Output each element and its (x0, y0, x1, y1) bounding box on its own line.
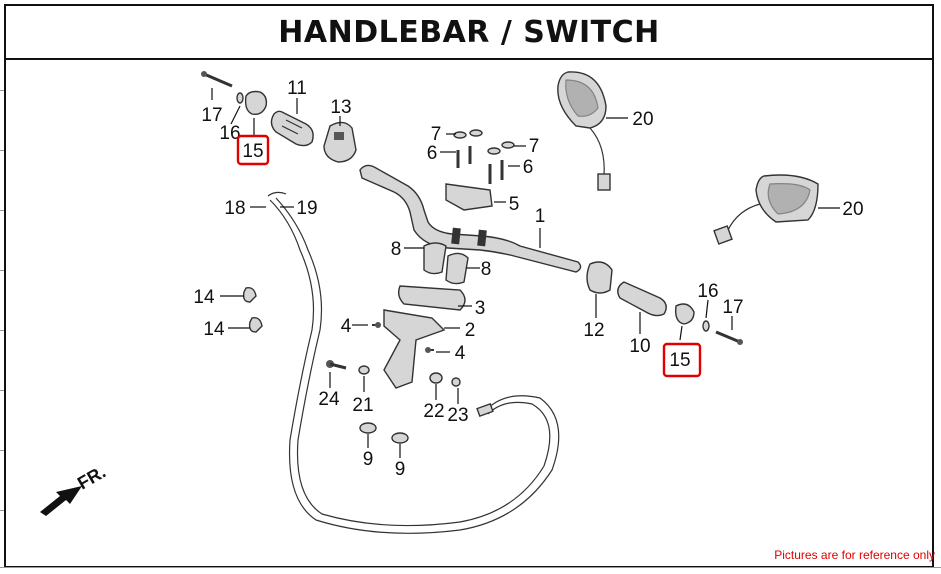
reference-note: Pictures are for reference only (774, 548, 935, 562)
callout-13: 13 (330, 97, 351, 118)
callout-15a: 15 (242, 141, 263, 162)
bar-end-weight-15-left (244, 90, 268, 116)
lower-holder-3 (397, 285, 466, 311)
front-direction-arrow: FR. (40, 462, 109, 516)
callout-12: 12 (583, 320, 604, 341)
risers-8 (423, 242, 469, 285)
bottom-grid-strip (0, 567, 941, 574)
mirror-right-part (713, 174, 819, 245)
callout-3: 3 (475, 298, 486, 319)
callout-22: 22 (423, 401, 444, 422)
callout-4a: 4 (341, 316, 352, 337)
callout-8b: 8 (481, 259, 492, 280)
washer-16-left (236, 92, 244, 104)
callout-10: 10 (629, 336, 650, 357)
bolt-17-right (715, 330, 743, 345)
switch-12-right (586, 261, 613, 294)
washer-23 (451, 377, 461, 387)
callout-14b: 14 (203, 319, 225, 340)
callouts: 1 2 3 4 4 5 6 6 7 7 8 8 9 9 10 11 12 13 … (193, 78, 863, 480)
edge-ticks (0, 60, 4, 568)
nut-9-right (391, 432, 409, 444)
callout-6b: 6 (523, 157, 534, 178)
callout-21: 21 (352, 395, 373, 416)
bolts-6-7-group (453, 129, 515, 184)
callout-17b: 17 (722, 297, 743, 318)
callout-1: 1 (535, 206, 546, 227)
throttle-cables-18-19 (267, 191, 560, 534)
callout-7b: 7 (529, 136, 540, 157)
callout-4b: 4 (455, 343, 466, 364)
diagram-frame (4, 4, 934, 568)
bolt-24 (326, 360, 347, 370)
callout-19: 19 (296, 198, 317, 219)
nut-9-left (359, 422, 377, 434)
callout-5: 5 (509, 194, 520, 215)
highlight-box-15-right (662, 342, 702, 378)
callout-9a: 9 (363, 449, 374, 470)
callout-11: 11 (287, 78, 307, 99)
grip-10-right (617, 281, 667, 317)
callout-2: 2 (465, 320, 476, 341)
callout-16b: 16 (697, 281, 718, 302)
callout-9b: 9 (395, 459, 406, 480)
callout-14a: 14 (193, 287, 215, 308)
handlebar-part (359, 164, 582, 273)
title-bar: HANDLEBAR / SWITCH (4, 4, 934, 60)
screws-4 (372, 322, 434, 353)
callout-7a: 7 (431, 124, 442, 145)
leader-lines (211, 88, 840, 458)
upper-holder-5 (445, 183, 493, 211)
mirror-left-part (557, 71, 611, 191)
callout-20a: 20 (632, 109, 653, 130)
callout-18: 18 (224, 198, 245, 219)
washer-16-right (702, 320, 710, 332)
bracket-2 (383, 309, 446, 389)
callout-16a: 16 (219, 123, 240, 144)
clips-14 (242, 286, 263, 333)
highlight-box-15-left (236, 134, 270, 166)
callout-17a: 17 (201, 105, 222, 126)
bushing-22 (429, 372, 443, 384)
page-title: HANDLEBAR / SWITCH (278, 14, 660, 50)
switch-13-left (323, 121, 357, 163)
washer-21 (358, 365, 370, 375)
grip-11-left (270, 110, 314, 147)
callout-24: 24 (318, 389, 340, 410)
bar-end-weight-15-right (674, 303, 695, 325)
callout-20b: 20 (842, 199, 863, 220)
callout-23: 23 (447, 405, 468, 426)
bolt-17-left (201, 71, 233, 88)
callout-15b: 15 (669, 350, 690, 371)
callout-6a: 6 (427, 143, 438, 164)
callout-8a: 8 (391, 239, 402, 260)
